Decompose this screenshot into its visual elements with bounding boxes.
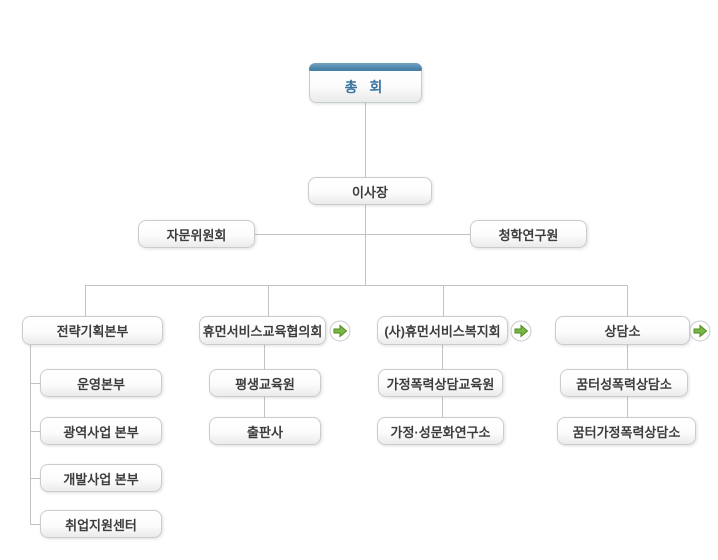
connector-drop-branch-1	[85, 285, 86, 316]
dept-regional-box: 광역사업 본부	[40, 417, 162, 445]
dept-dv-counsel-education-box: 가정폭력상담교육원	[378, 369, 503, 397]
connector-col1-stub-1	[30, 383, 41, 384]
dept-domestic-violence-center-box: 꿈터가정폭력상담소	[557, 417, 696, 445]
dept-domestic-violence-center-label: 꿈터가정폭력상담소	[572, 424, 681, 440]
research-box: 청학연구원	[470, 220, 587, 248]
dept-operations-label: 운영본부	[77, 376, 125, 392]
advisory-box: 자문위원회	[138, 220, 255, 248]
chairman-box: 이사장	[308, 177, 432, 205]
dept-sexual-violence-center-box: 꿈터성폭력상담소	[560, 369, 688, 397]
connector-col1-stub-2	[30, 431, 41, 432]
dept-regional-label: 광역사업 본부	[63, 424, 139, 440]
branch-strategy-label: 전략기획본부	[56, 324, 129, 339]
dept-family-culture-institute-box: 가정·성문화연구소	[377, 417, 504, 445]
connector-drop-branch-2	[268, 285, 269, 316]
connector-col1-stub-4	[30, 524, 41, 525]
dept-development-box: 개발사업 본부	[40, 464, 162, 492]
chairman-label: 이사장	[352, 184, 388, 200]
branch-welfare-box: (사)휴먼서비스복지회	[377, 316, 508, 345]
dept-dv-counsel-education-label: 가정폭력상담교육원	[386, 376, 495, 392]
connector-advisory-research	[255, 234, 470, 235]
dept-family-culture-institute-label: 가정·성문화연구소	[390, 424, 491, 440]
connector-drop-branch-3	[443, 285, 444, 316]
welfare-link-arrow-icon[interactable]	[510, 320, 532, 342]
connector-col1-stub-3	[30, 478, 41, 479]
connector-drop-branch-4	[627, 285, 628, 316]
dept-operations-box: 운영본부	[40, 369, 162, 397]
branch-education-council-label: 휴먼서비스교육협의회	[202, 324, 323, 339]
root-label: 총 회	[344, 78, 387, 95]
advisory-label: 자문위원회	[166, 227, 227, 243]
branch-counseling-box: 상담소	[555, 316, 690, 345]
branch-welfare-label: (사)휴먼서비스복지회	[384, 324, 501, 339]
research-label: 청학연구원	[498, 227, 559, 243]
education-council-link-arrow-icon[interactable]	[329, 320, 351, 342]
connector-col1-spine	[30, 345, 31, 524]
branch-counseling-label: 상담소	[604, 324, 641, 339]
connector-branch-bar	[85, 285, 628, 286]
dept-lifelong-education-label: 평생교육원	[235, 376, 295, 392]
dept-development-label: 개발사업 본부	[63, 471, 139, 487]
root-box: 총 회	[309, 63, 422, 103]
counseling-link-arrow-icon[interactable]	[689, 320, 711, 342]
root-accent-bar	[309, 63, 422, 71]
dept-publishing-box: 출판사	[209, 417, 321, 445]
dept-publishing-label: 출판사	[247, 424, 283, 440]
dept-sexual-violence-center-label: 꿈터성폭력상담소	[576, 376, 672, 392]
dept-employment-label: 취업지원센터	[65, 517, 137, 533]
dept-lifelong-education-box: 평생교육원	[209, 369, 321, 397]
branch-education-council-box: 휴먼서비스교육협의회	[199, 316, 326, 345]
dept-employment-box: 취업지원센터	[40, 510, 162, 538]
branch-strategy-box: 전략기획본부	[22, 316, 163, 345]
